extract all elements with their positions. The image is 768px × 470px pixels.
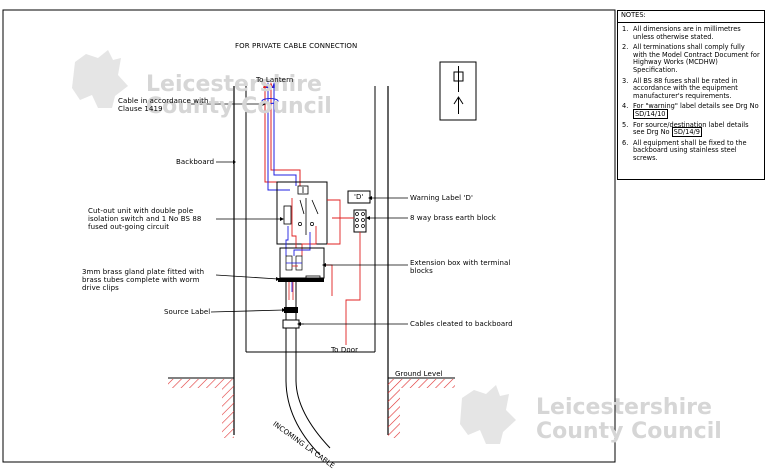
column-symbol-box: [439, 61, 477, 121]
label-source-label: Source Label: [164, 308, 211, 316]
cutout-internal-wiring: [285, 198, 341, 256]
label-ground-level: Ground Level: [395, 370, 443, 378]
gland-plate: [278, 278, 324, 282]
note-1: 1. All dimensions are in millimetres unl…: [620, 25, 760, 41]
note-text: All BS 88 fuses shall be rated in accord…: [633, 76, 738, 100]
label-warning: Warning Label 'D': [410, 194, 474, 202]
ground-hatch-left-side: [222, 388, 234, 438]
warning-box-text: 'D': [354, 193, 364, 201]
note-number: 5.: [622, 120, 629, 129]
label-to-door: To Door: [331, 346, 359, 354]
drawing-ref-sd-14-9: SD/14/9: [671, 127, 702, 138]
note-text: For source/destination label details see…: [633, 120, 749, 137]
note-2: 2. All terminations shall comply fully w…: [620, 43, 760, 74]
note-number: 6.: [622, 138, 629, 147]
ground-hatch-right: [388, 379, 455, 388]
note-4: 4. For "warning" label details see Drg N…: [620, 102, 760, 119]
label-backboard: Backboard: [176, 158, 215, 166]
leader-lines: [190, 103, 408, 325]
cable-cleat: [282, 319, 300, 329]
notes-panel: NOTES: 1. All dimensions are in millimet…: [617, 10, 765, 180]
watermark-top-line1: Leicestershire: [146, 72, 322, 97]
drawing-ref-sd-14-10: SD/14/10: [633, 108, 668, 119]
label-cable: Cable in accordance with Clause 1419: [118, 97, 209, 113]
ground-hatch-right-side: [388, 388, 400, 438]
cables-to-lantern: [261, 82, 301, 191]
note-text: For "warning" label details see Drg No: [633, 102, 759, 111]
label-cables-cleated: Cables cleated to backboard: [410, 320, 513, 328]
watermark-bottom-line1: Leicestershire: [536, 395, 712, 420]
label-extension-box: Extension box with terminal blocks: [410, 259, 511, 275]
note-3: 3. All BS 88 fuses shall be rated in acc…: [620, 76, 760, 101]
label-to-lantern: To Lantern: [256, 76, 294, 84]
incoming-cable: [285, 282, 331, 456]
drawing-title: FOR PRIVATE CABLE CONNECTION: [235, 42, 358, 50]
watermark-top: Leicestershire County Council: [146, 74, 332, 118]
note-text: All equipment shall be fixed to the back…: [633, 138, 747, 162]
watermark-bottom: Leicestershire County Council: [536, 396, 722, 444]
label-gland-plate: 3mm brass gland plate fitted with brass …: [82, 268, 205, 292]
cutout-unit: [276, 181, 328, 245]
ground-hatch-left: [168, 379, 234, 388]
watermark-logo-bottom: [460, 385, 516, 444]
watermark-bottom-line2: County Council: [536, 419, 722, 444]
note-number: 3.: [622, 76, 629, 85]
note-text: All terminations shall comply fully with…: [633, 43, 760, 74]
cutout-fuse: [283, 205, 292, 225]
notes-heading: NOTES:: [618, 11, 764, 23]
note-6: 6. All equipment shall be fixed to the b…: [620, 138, 760, 163]
note-number: 4.: [622, 102, 629, 111]
cutout-fuse-cap: [297, 185, 309, 195]
drawing-frame: [2, 9, 616, 463]
watermark-logo-top: [72, 50, 128, 108]
note-number: 2.: [622, 43, 629, 52]
watermark-top-line2: County Council: [146, 94, 332, 119]
source-label-tag: [284, 307, 298, 313]
note-5: 5. For source/destination label details …: [620, 120, 760, 138]
label-earth-block: 8 way brass earth block: [410, 214, 496, 222]
label-cutout-unit: Cut-out unit with double pole isolation …: [88, 207, 202, 231]
note-number: 1.: [622, 25, 629, 33]
note-text: All dimensions are in millimetres unless…: [633, 25, 741, 41]
